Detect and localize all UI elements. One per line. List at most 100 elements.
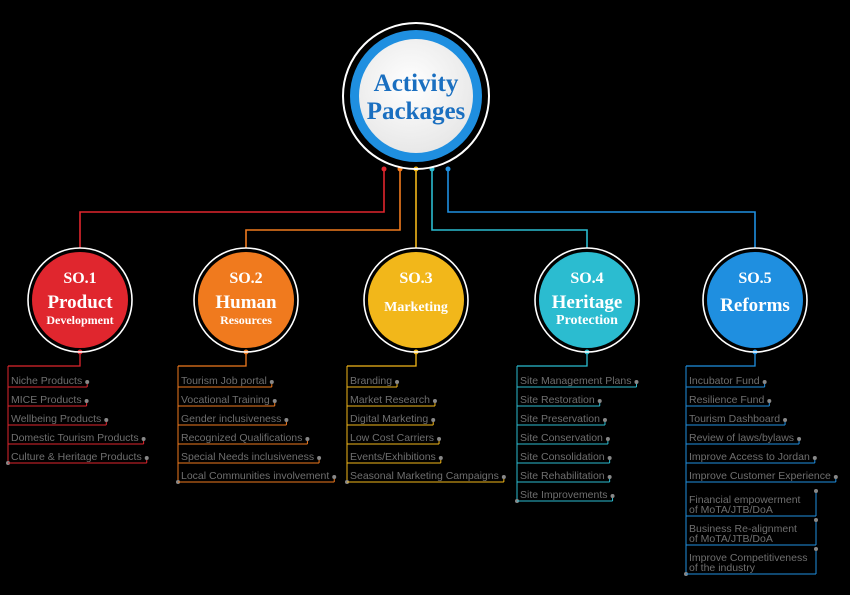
list-item-label: Tourism Job portal [181, 375, 267, 387]
list-item-bullet [104, 418, 109, 422]
list-item-bullet [141, 437, 146, 441]
list-item-bullet [395, 380, 400, 384]
list-item: Improve Access to Jordan [686, 451, 817, 464]
branch-title-so3: Marketing [384, 300, 448, 315]
list-item-label-cont: of MoTA/JTB/DoA [689, 504, 773, 516]
branch-ring-so2 [193, 247, 299, 353]
root-title-line1: Activity [374, 70, 459, 97]
list-connector-so5 [686, 352, 756, 367]
list-item-label: Niche Products [11, 375, 82, 387]
list-item-bullet [597, 399, 602, 403]
list-item-label: Low Cost Carriers [350, 432, 434, 444]
branch-title-so1: Product [47, 292, 113, 313]
list-item: Special Needs inclusiveness [178, 451, 322, 464]
list-item-bullet [833, 475, 838, 479]
branch-code-so3: SO.3 [399, 270, 432, 287]
connector-dot-so5 [445, 166, 451, 172]
list-item: Local Communities involvement [178, 470, 337, 483]
list-item-label: Site Conservation [520, 432, 603, 444]
list-item-bullet [305, 437, 310, 441]
list-item-bullet [602, 418, 607, 422]
list-item-label: Business Re-alignment [689, 523, 797, 535]
list-item-bullet [605, 437, 610, 441]
connector-lines [6, 166, 758, 576]
list-item-label: Site Restoration [520, 394, 595, 406]
list-item-label: Site Improvements [520, 489, 608, 501]
list-item: Culture & Heritage Products [8, 451, 149, 464]
branch-disc-so3 [368, 252, 464, 348]
branch-subtitle-so4: Protection [556, 313, 618, 328]
list-item-bullet [272, 399, 277, 403]
list-item-label: Review of laws/bylaws [689, 432, 794, 444]
list-item-label: Site Rehabilitation [520, 470, 605, 482]
branch-code-so1: SO.1 [63, 270, 96, 287]
list-item-label: Improve Competitiveness [689, 552, 807, 564]
list-item: Resilience Fund [686, 394, 772, 407]
connector-so4 [431, 168, 588, 248]
branch-disc-so1 [32, 252, 128, 348]
list-connector-so2 [178, 352, 247, 367]
list-item-label: Site Management Plans [520, 375, 631, 387]
list-item: Events/Exhibitions [347, 451, 443, 464]
list-connector-so1 [8, 352, 81, 367]
list-item: Site Conservation [517, 432, 610, 445]
branch-disc-so4 [539, 252, 635, 348]
list-item-label: Events/Exhibitions [350, 451, 436, 463]
list-item: Site Preservation [517, 413, 607, 426]
list-item: Review of laws/bylaws [686, 432, 802, 445]
list-item-bullet [501, 475, 506, 479]
branch-code-so2: SO.2 [229, 270, 262, 287]
list-item-bullet [610, 494, 615, 498]
list-item-label: MICE Products [11, 394, 82, 406]
list-item-label-cont: of MoTA/JTB/DoA [689, 533, 773, 545]
list-item-label: Gender inclusiveness [181, 413, 281, 425]
list-item: Domestic Tourism Products [8, 432, 146, 445]
list-item-bullet [762, 380, 767, 384]
list-item-label: Seasonal Marketing Campaigns [350, 470, 499, 482]
list-item-label: Site Consolidation [520, 451, 605, 463]
list-item-bullet [144, 456, 149, 460]
list-item-bullet [84, 399, 89, 403]
connector-so2 [245, 168, 401, 248]
list-item-label: Domestic Tourism Products [11, 432, 139, 444]
list-item-bullet [767, 399, 772, 403]
branch-subtitle-so2: Resources [220, 313, 272, 327]
list-item: Niche Products [8, 375, 90, 388]
branch-disc-so2 [198, 252, 294, 348]
connector-dot-so1 [381, 166, 387, 172]
list-item-label: Improve Customer Experience [689, 470, 831, 482]
list-item-label: Digital Marketing [350, 413, 428, 425]
list-item: Gender inclusiveness [178, 413, 289, 426]
list-item-label: Improve Access to Jordan [689, 451, 810, 463]
list-item-label: Special Needs inclusiveness [181, 451, 314, 463]
list-item: Wellbeing Products [8, 413, 109, 426]
list-item-bullet [814, 489, 818, 493]
list-item: Branding [347, 375, 400, 388]
list-item-bullet [814, 518, 818, 522]
connector-so1 [79, 168, 385, 248]
list-item-bullet [85, 380, 90, 384]
list-item: Site Rehabilitation [517, 470, 612, 483]
list-item-bullet [812, 456, 817, 460]
list-item-bullet [797, 437, 802, 441]
list-connector-so3 [347, 352, 417, 367]
list-item: Tourism Dashboard [686, 413, 788, 426]
list-item-label: Tourism Dashboard [689, 413, 780, 425]
list-item-bullet [814, 547, 818, 551]
list-item: Vocational Training [178, 394, 277, 407]
list-item-bullet [634, 380, 639, 384]
list-item-label: Incubator Fund [689, 375, 760, 387]
list-item: Digital Marketing [347, 413, 436, 426]
branch-disc-so5 [707, 252, 803, 348]
list-item: Tourism Job portal [178, 375, 274, 388]
branch-title-so5: Reforms [720, 295, 790, 316]
